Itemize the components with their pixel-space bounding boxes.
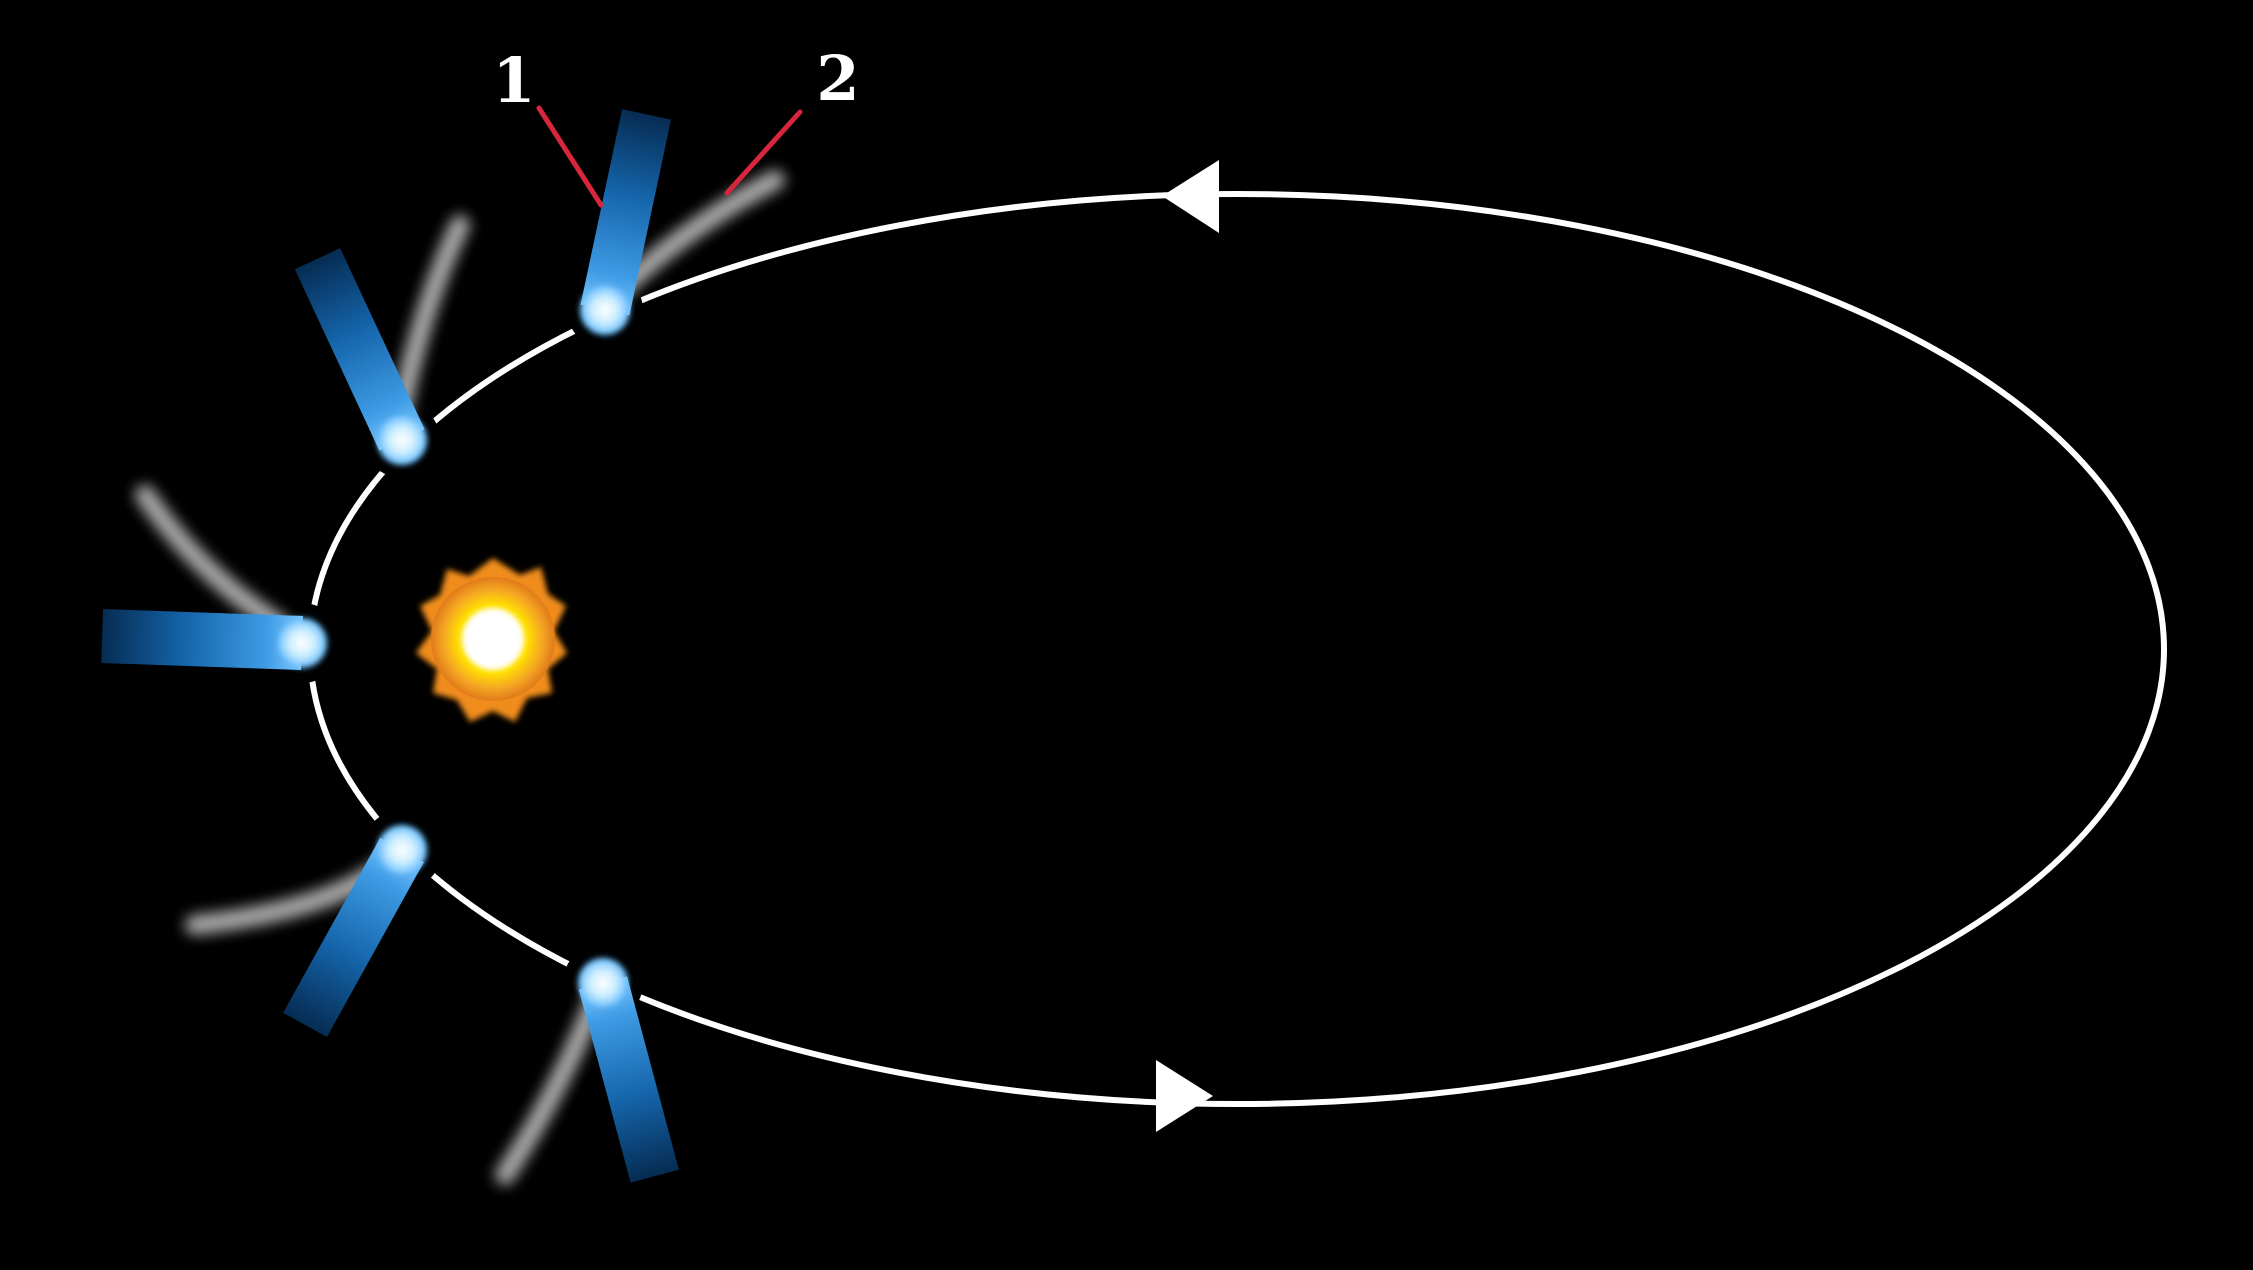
comet-coma — [577, 282, 633, 338]
orbit-direction-arrow-top — [1162, 160, 1219, 233]
callout-2-label: 2 — [816, 42, 859, 115]
comet-coma — [374, 822, 430, 878]
callout-1-leader — [536, 105, 604, 208]
callout-1-label: 1 — [492, 44, 535, 117]
ion-tail — [580, 109, 672, 316]
comet-coma — [374, 412, 430, 468]
comet-coma — [575, 955, 631, 1011]
dust-tail — [135, 485, 290, 635]
dust-tail — [495, 990, 605, 1185]
callout-2-leader — [724, 109, 803, 196]
ion-tail — [101, 609, 303, 670]
ion-tail — [578, 976, 679, 1183]
sun — [416, 558, 567, 722]
ion-tail — [294, 248, 425, 451]
orbit-direction-arrow-bottom — [1156, 1060, 1213, 1132]
comet-position-4 — [185, 810, 442, 1038]
comet-position-1 — [567, 109, 785, 348]
comet-position-3 — [101, 485, 342, 683]
comet-position-5 — [495, 943, 679, 1185]
ion-tail — [283, 837, 424, 1038]
comet-coma — [274, 615, 330, 671]
sun-core — [463, 609, 523, 669]
comet-position-2 — [294, 215, 470, 478]
